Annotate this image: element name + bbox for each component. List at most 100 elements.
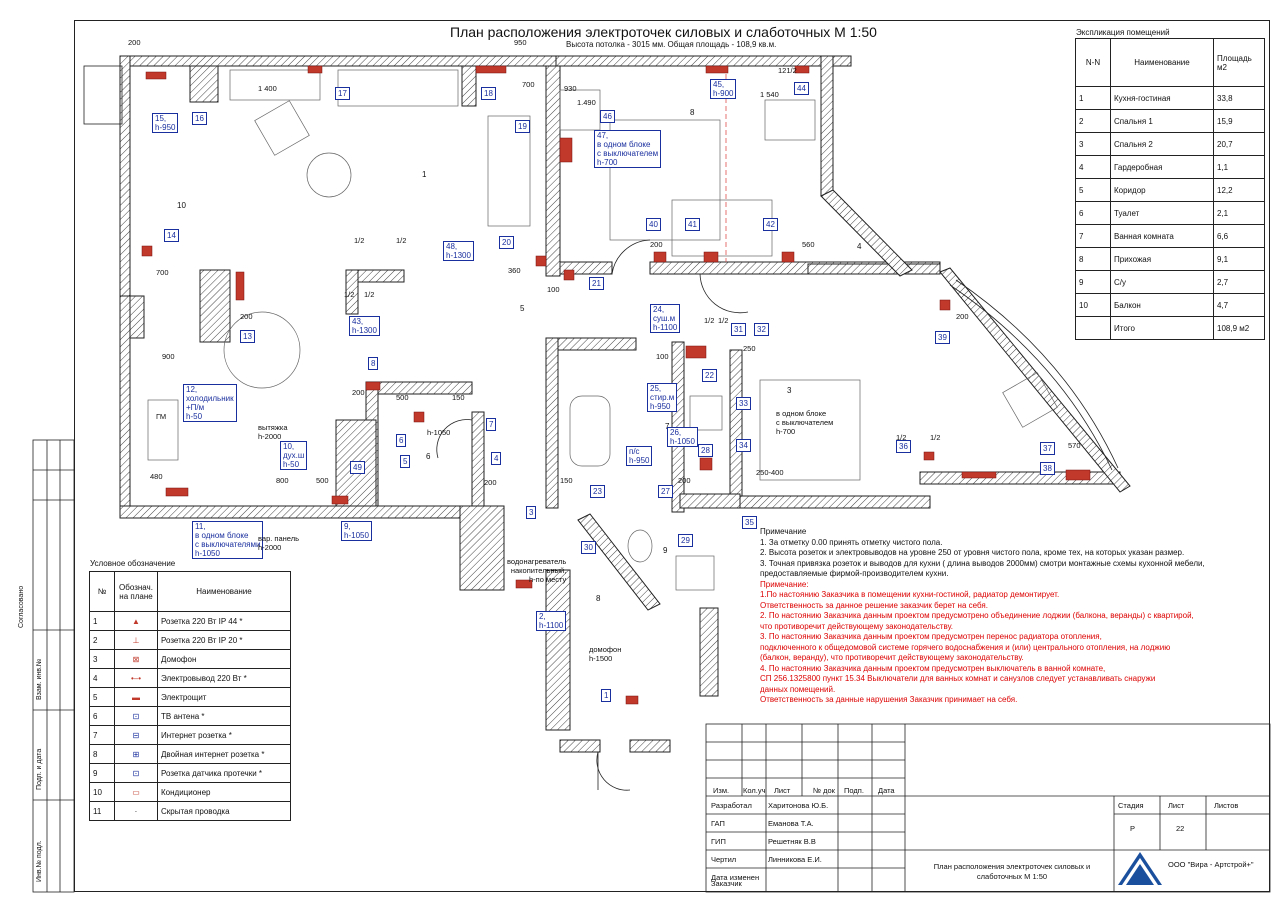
point-number: 5 (400, 455, 411, 468)
notes-red-title: Примечание: (760, 579, 809, 589)
wall-top-left (119, 55, 557, 67)
dimension: 200 (484, 478, 497, 487)
wall-top-right (555, 55, 852, 67)
point-number: 27 (658, 485, 673, 498)
point-number: 7 (486, 418, 497, 431)
point-number: 21 (589, 277, 604, 290)
drawing-title: План расположения электроточек силовых и… (450, 24, 877, 40)
legend-header: Наименование (157, 571, 291, 612)
stamp-stage: Р (1130, 824, 1136, 833)
explication-header: N-N (1075, 38, 1111, 87)
note-line-red: СП 256.1325800 пункт 15.34 Выключатели д… (760, 674, 1156, 683)
point-tag: 12, холодильник +П/м h-50 (183, 384, 237, 422)
point-number: 30 (581, 541, 596, 554)
explication-header: Площадь м2 (1213, 38, 1265, 87)
dimension: 200 (956, 312, 969, 321)
dimension: 480 (150, 472, 163, 481)
sidebar-label: Взам. инв.№ (36, 658, 43, 700)
point-tag: 25, стир.м h-950 (647, 383, 678, 412)
point-number: 32 (754, 323, 769, 336)
wall-hall-stub (459, 505, 505, 591)
point-number: 39 (935, 331, 950, 344)
stamp-header: Подп. (844, 786, 864, 795)
point-tag: 48, h-1300 (443, 241, 474, 261)
stamp-role: Дата изменен (711, 873, 760, 882)
wall-right-upper (820, 55, 834, 197)
intercom-icon: ⊠ (114, 649, 158, 669)
stamp-role: ГАП (711, 819, 725, 828)
point-tag: 45, h-900 (710, 79, 737, 99)
stamp-header: Дата (878, 786, 895, 795)
dimension: 570 (1068, 441, 1081, 450)
dimension: 800 (276, 476, 289, 485)
stamp-company: ООО "Вира - Артстрой+" (1168, 860, 1254, 869)
dimension: 100 (656, 352, 669, 361)
wall-toilet-right (471, 411, 485, 507)
room-number: 6 (426, 452, 431, 461)
dimension: 930 (564, 84, 577, 93)
room-number: 4 (857, 242, 862, 251)
point-number: 34 (736, 439, 751, 452)
dimension: 150 (452, 393, 465, 402)
air-conditioner-icon: ▭ (114, 782, 158, 802)
point-tag: п/с h-950 (626, 446, 653, 466)
leak-sensor-icon: ⊡ (114, 763, 158, 783)
dimension: 200 (240, 312, 253, 321)
wall-diag-2 (939, 267, 1131, 493)
dimension: 560 (802, 240, 815, 249)
stamp-role: ГИП (711, 837, 726, 846)
point-tag: 43, h-1300 (349, 316, 380, 336)
stamp-role: Разработал (711, 801, 752, 810)
point-number: 8 (368, 357, 379, 370)
point-number: 31 (731, 323, 746, 336)
point-number: 13 (240, 330, 255, 343)
legend-header: Обознач. на плане (114, 571, 158, 612)
dimension: 250 (743, 344, 756, 353)
wall-left-upper (119, 55, 131, 297)
pillar-2 (461, 65, 477, 107)
room-number: 10 (177, 201, 186, 210)
point-number: 3 (526, 506, 537, 519)
wall-kitchen-mid-v (345, 269, 359, 315)
annotation: водонагреватель накопительный, h-по мест… (507, 557, 567, 584)
note-line: 2. Высота розеток и электровыводов на ур… (760, 548, 1185, 557)
wall-center-vert (545, 65, 561, 277)
wall-bedroom2-left (729, 349, 743, 501)
pillar-1 (189, 65, 219, 103)
stamp-person: Харитонова Ю.Б. (768, 801, 829, 810)
stamp-person: Еманова Т.А. (768, 819, 814, 828)
stamp-role: Чертил (711, 855, 737, 864)
stamp-sheet: 22 (1176, 824, 1185, 833)
sidebar-label: Подп. и дата (36, 748, 43, 790)
dimension: 250-400 (756, 468, 784, 477)
point-number: 40 (646, 218, 661, 231)
explication-caption: Экспликация помещений (1076, 28, 1170, 37)
note-line-red: подключенного к общедомовой системе горя… (760, 642, 1171, 652)
point-number: 49 (350, 461, 365, 474)
wall-diag-1 (820, 189, 913, 277)
point-number: 42 (763, 218, 778, 231)
legend-header: № (89, 571, 115, 612)
point-tag: 11, в одном блоке с выключателями h-1050 (192, 521, 264, 559)
windows (83, 65, 1119, 471)
dimension: 360 (508, 266, 521, 275)
note-line-red: что противоречит действующему законодате… (760, 621, 953, 631)
panel-icon: ▬ (114, 687, 158, 707)
room-number: 3 (787, 386, 792, 395)
point-number: 41 (685, 218, 700, 231)
stamp-header: Изм. (713, 786, 730, 795)
note-line-red: (балкон, веранду), что противоречит дейс… (760, 653, 1024, 662)
sidebar-label: Инв.№ подл. (36, 840, 43, 882)
point-number: 6 (396, 434, 407, 447)
stamp-person: Линникова Е.И. (768, 855, 822, 864)
point-number: 46 (600, 110, 615, 123)
socket-ip20-icon: ⊥ (114, 630, 158, 650)
diagonal-walls (577, 189, 1131, 611)
wall-kitchen-pillar (199, 269, 231, 343)
table-row: 7⊟Интернет розетка * (89, 725, 291, 745)
